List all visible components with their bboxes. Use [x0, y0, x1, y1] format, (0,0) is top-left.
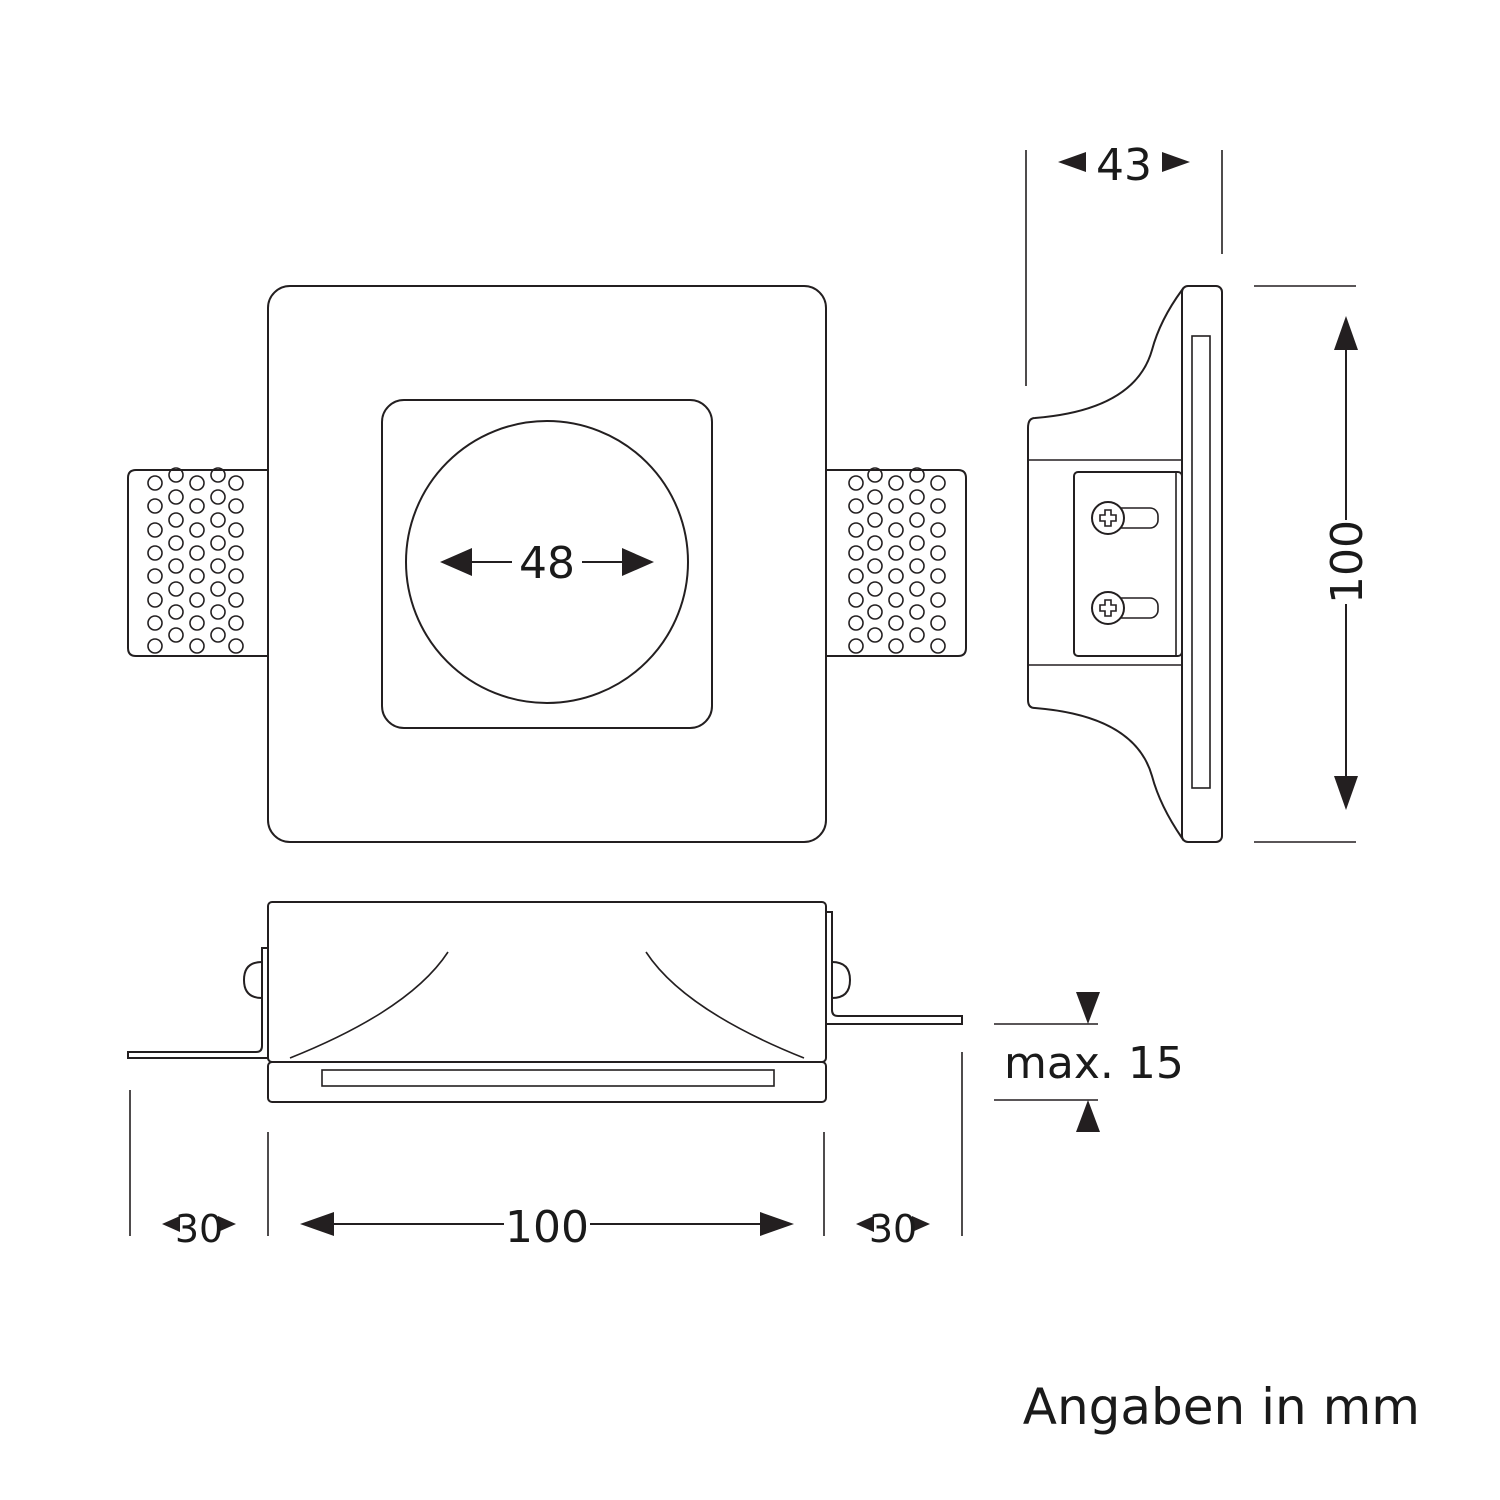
dimension-max-15: max. 15 — [994, 992, 1184, 1132]
dimension-30-right-label: 30 — [869, 1207, 917, 1251]
dimension-48: 48 — [440, 538, 654, 589]
front-outer-frame — [267, 285, 827, 843]
side-front-plate — [1181, 285, 1223, 843]
right-tab-holes — [848, 467, 946, 654]
bottom-body — [267, 901, 827, 1063]
screw-icon — [1091, 501, 1159, 535]
left-tab-holes — [147, 467, 244, 654]
dimension-30-right: 30 — [856, 1207, 930, 1251]
front-inner-frame — [381, 399, 713, 729]
dimension-30-left: 30 — [162, 1207, 236, 1251]
dimension-100-vertical-label: 100 — [1322, 520, 1373, 604]
bottom-front-plate — [267, 1061, 827, 1103]
left-mounting-tab — [127, 467, 269, 657]
side-view: 43 100 — [1025, 140, 1373, 843]
right-mounting-tab — [825, 467, 967, 657]
dimension-100-horizontal: 100 — [300, 1202, 794, 1253]
side-bracket — [1073, 471, 1183, 657]
dimension-100-horizontal-label: 100 — [505, 1202, 589, 1253]
bottom-view: 30 100 30 max. 15 — [127, 901, 1184, 1253]
dimension-100-vertical: 100 — [1322, 316, 1373, 810]
screw-icon — [1091, 591, 1159, 625]
dimension-43-label: 43 — [1096, 140, 1152, 191]
dimension-max-15-label: max. 15 — [1004, 1038, 1184, 1089]
units-note: Angaben in mm — [1023, 1378, 1420, 1436]
dimension-30-left-label: 30 — [175, 1207, 223, 1251]
dimension-43: 43 — [1058, 140, 1190, 191]
front-lamp-opening — [405, 420, 689, 704]
dimension-48-label: 48 — [519, 538, 575, 589]
front-view: 48 — [127, 285, 967, 843]
